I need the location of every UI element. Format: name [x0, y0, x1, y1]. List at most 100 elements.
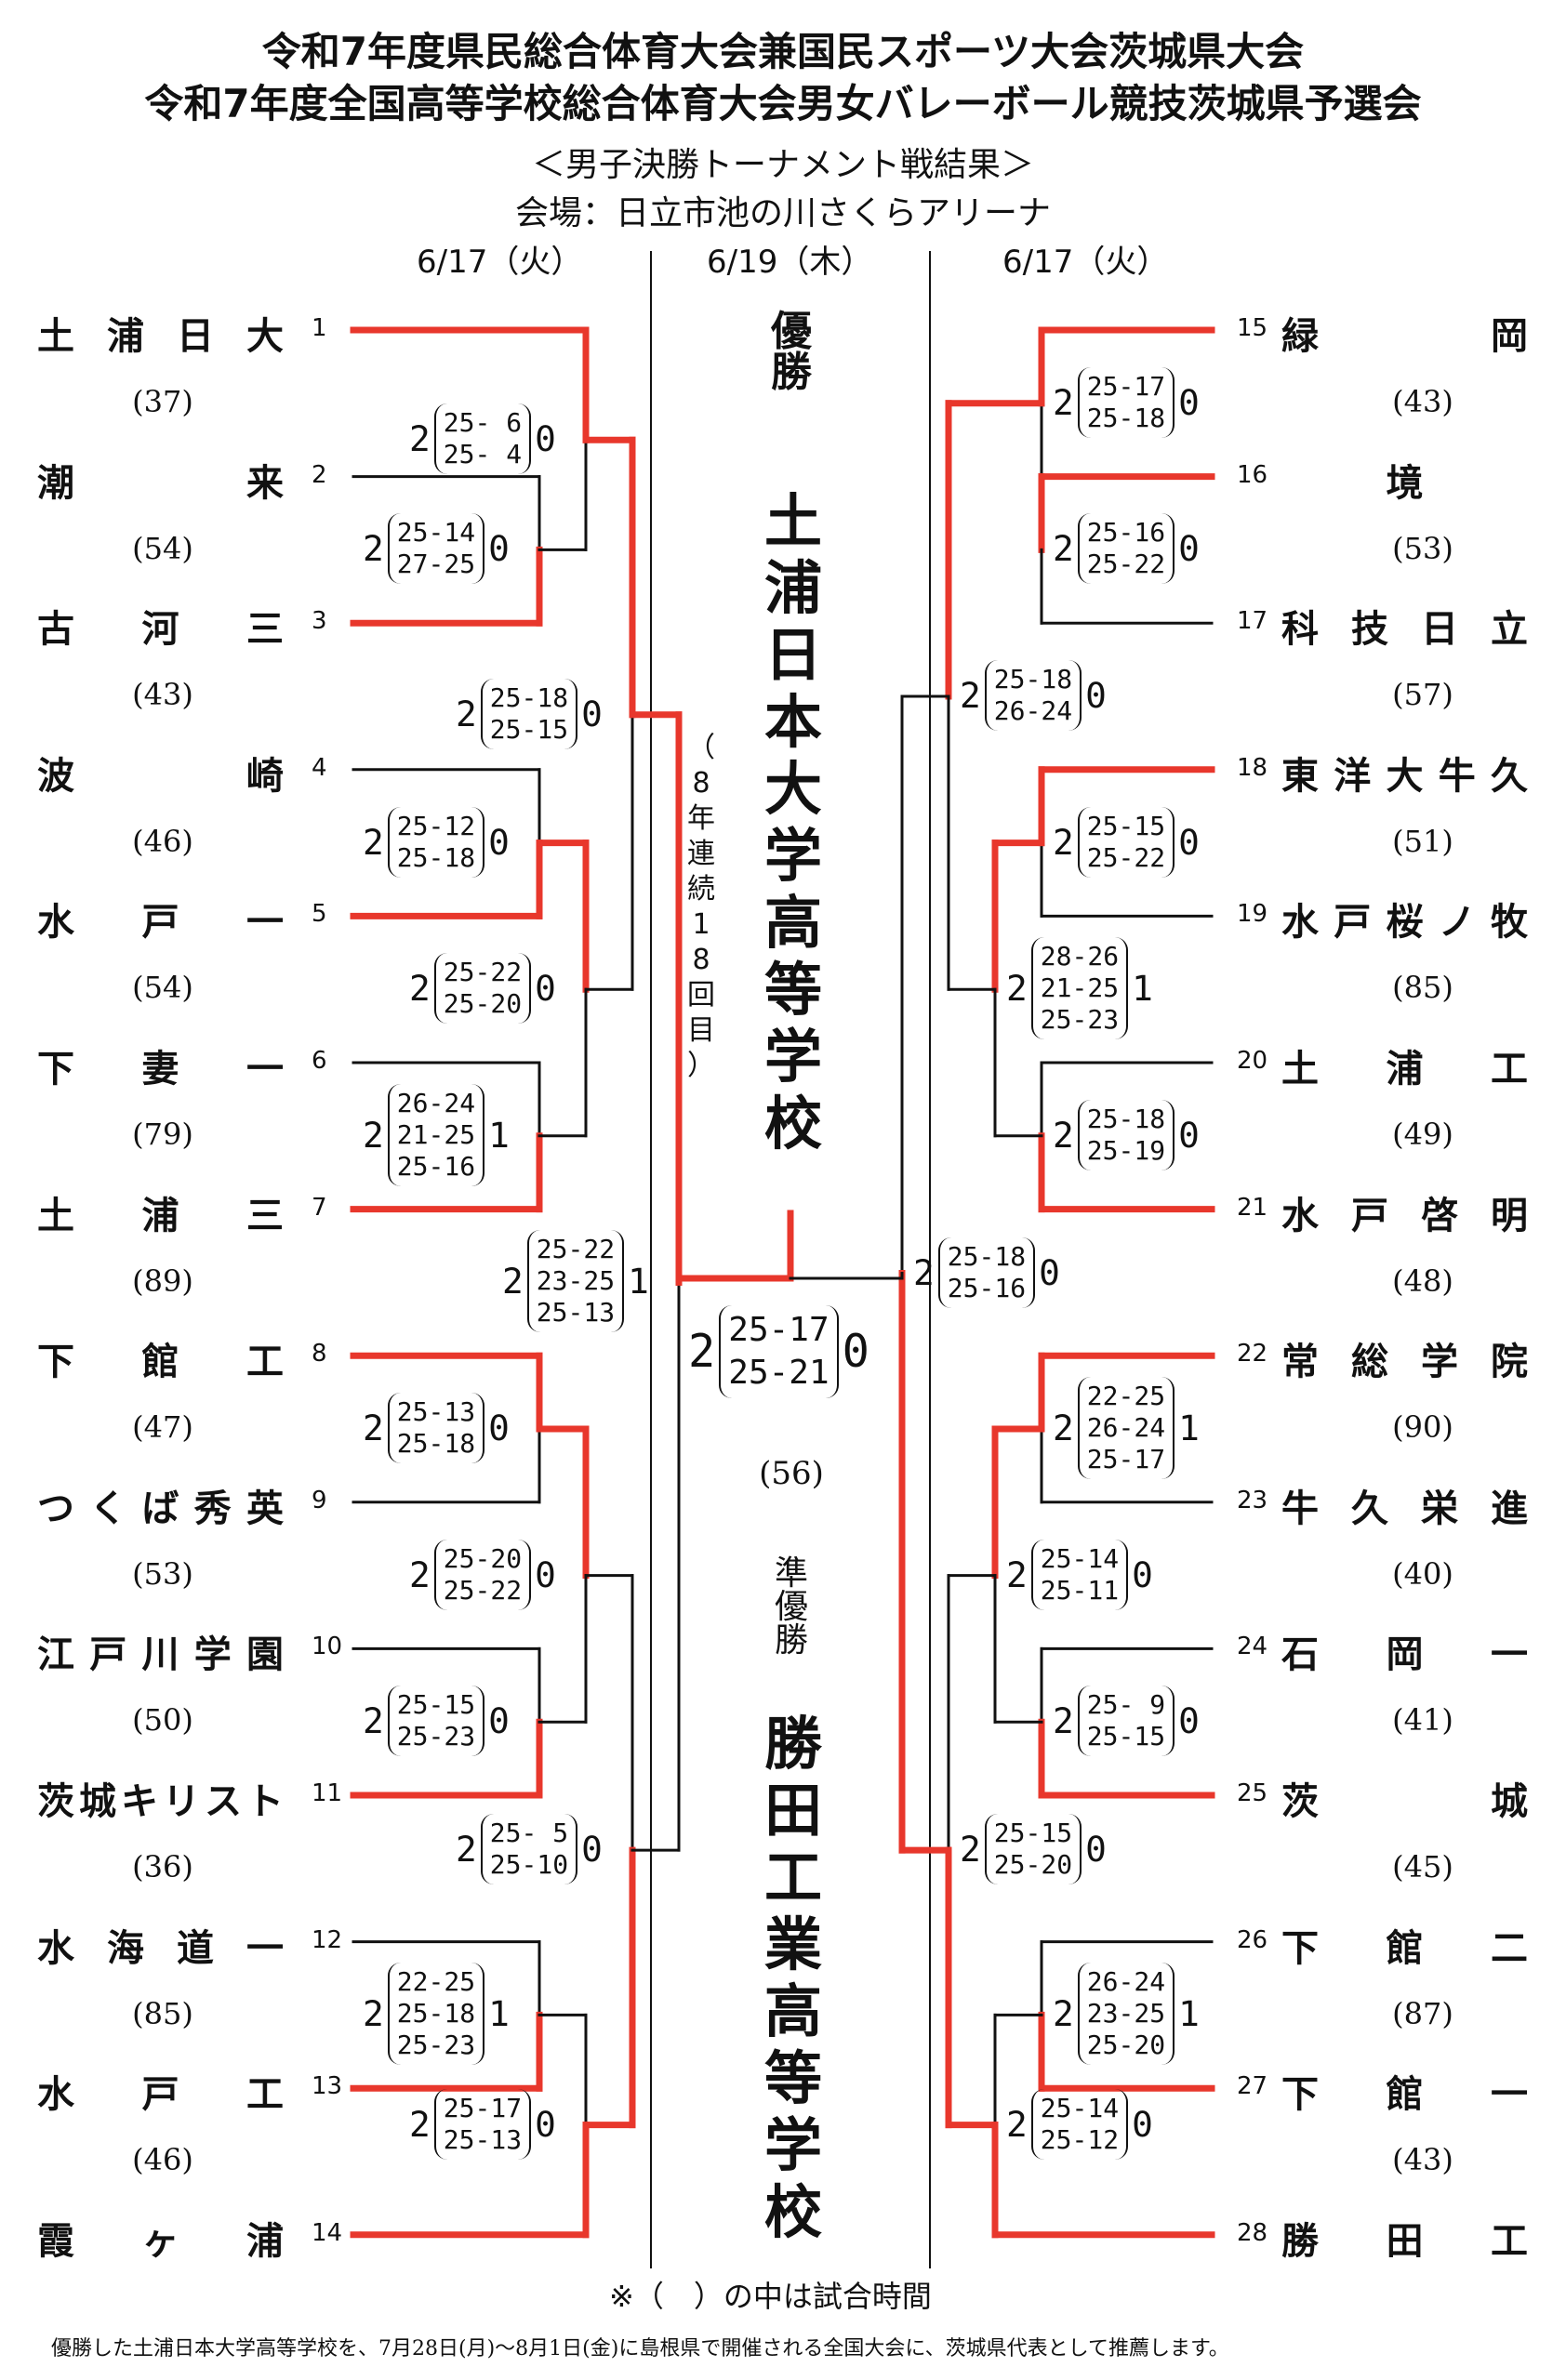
team-name: 東洋大牛久 [1281, 746, 1528, 800]
team-name-char: 一 [246, 1048, 284, 1091]
team-name-char: 城 [1491, 1780, 1528, 1823]
team-name-char: 土 [37, 1194, 74, 1237]
match-time: (46) [132, 823, 193, 859]
match-time: (53) [132, 1555, 193, 1592]
team-name: 水戸啓明 [1281, 1185, 1528, 1239]
seed-number: 5 [312, 900, 327, 929]
sets-lost: 0 [1178, 1700, 1200, 1742]
sets-lost: 1 [488, 1993, 510, 2035]
set-score: 25-17 [1086, 1444, 1166, 1474]
team-name-char: 霞 [37, 2219, 74, 2263]
team-name-char: 日 [177, 315, 214, 358]
team-name: 境 [1281, 453, 1528, 507]
sets-lost: 0 [1132, 2103, 1153, 2145]
set-score: 25-20 [443, 988, 523, 1020]
match-time: (43) [132, 677, 193, 713]
team-name-char: 戸 [89, 1633, 127, 1677]
team-name-char: ヶ [141, 2219, 179, 2263]
set-score: 25-13 [443, 2123, 523, 2155]
team-name-char: 石 [1281, 1633, 1319, 1677]
team-name-char: 久 [1491, 754, 1528, 798]
team-name-char: 境 [1386, 461, 1424, 505]
set-score: 26-24 [1086, 1412, 1166, 1443]
set-score: 25-15 [1086, 1721, 1166, 1752]
sets-won: 2 [363, 1408, 384, 1448]
sets-won: 2 [1053, 1408, 1074, 1448]
sets-won: 2 [363, 1700, 384, 1742]
match-time: (57) [1392, 677, 1453, 713]
sets-lost: 1 [1132, 968, 1153, 1010]
date-center: 6/19（木） [707, 244, 873, 281]
team-name-char: 下 [37, 1048, 74, 1091]
set-score: 25-22 [1086, 841, 1166, 873]
team-name-char: 日 [1421, 608, 1458, 652]
team-name-char: 下 [37, 1341, 74, 1384]
match-time: (85) [132, 1995, 193, 2031]
seed-number: 6 [312, 1047, 327, 1075]
sets-lost: 1 [1178, 1408, 1200, 1448]
sets-won: 2 [688, 1326, 716, 1378]
set-score: 22-25 [396, 1966, 476, 1998]
team-name-char: 秀 [193, 1487, 232, 1530]
team-name-char: 常 [1281, 1341, 1319, 1384]
set-score: 25-12 [396, 810, 476, 841]
team-name-char: 進 [1491, 1487, 1528, 1530]
seed-number: 8 [312, 1340, 327, 1368]
team-name-char: 工 [246, 1341, 284, 1384]
team-name: 下館二 [1281, 1918, 1528, 1972]
team-name-char: 浦 [246, 2219, 284, 2263]
set-score: 25-14 [1040, 2092, 1120, 2123]
set-score: 25-12 [1040, 2123, 1120, 2155]
team-name-char: ノ [1438, 901, 1476, 945]
team-name-char: ト [246, 1780, 284, 1823]
set-score: 25-15 [396, 1689, 476, 1721]
time-note: ※（ ）の中は試合時間 [609, 2279, 932, 2314]
seed-number: 14 [312, 2218, 343, 2247]
set-score: 28-26 [1040, 941, 1120, 972]
sets-won: 2 [409, 418, 431, 460]
team-name-char: 学 [1421, 1341, 1458, 1384]
team-name-char: 大 [246, 315, 284, 358]
team-name-char: 栄 [1421, 1487, 1458, 1530]
sets-won: 2 [1053, 1993, 1074, 2035]
winner-label: 優勝 [771, 308, 812, 396]
team-name-char: 妻 [141, 1048, 179, 1091]
set-score: 25-18 [396, 1998, 476, 2030]
set-score: 21-25 [1040, 972, 1120, 1004]
seed-number: 21 [1237, 1193, 1268, 1222]
sets-won: 2 [1053, 1700, 1074, 1742]
seed-number: 15 [1237, 314, 1268, 342]
team-name-char: 東 [1281, 754, 1319, 798]
team-name-char: 田 [1386, 2219, 1424, 2263]
set-score: 25-20 [993, 1849, 1073, 1881]
team-name-char: 茨 [37, 1780, 74, 1823]
team-name: つくば秀英 [37, 1478, 284, 1532]
team-name-char: 浦 [1386, 1048, 1424, 1091]
sets-lost: 0 [1039, 1251, 1060, 1293]
team-name: 勝田工 [1281, 2211, 1528, 2265]
team-name-char: 水 [1281, 901, 1319, 945]
team-name: 石岡一 [1281, 1624, 1528, 1678]
seed-number: 1 [312, 314, 327, 342]
team-name-char: 牛 [1438, 754, 1476, 798]
team-name-char: 川 [141, 1633, 179, 1677]
match-time: (49) [1392, 1117, 1453, 1152]
set-score: 23-25 [536, 1265, 616, 1297]
